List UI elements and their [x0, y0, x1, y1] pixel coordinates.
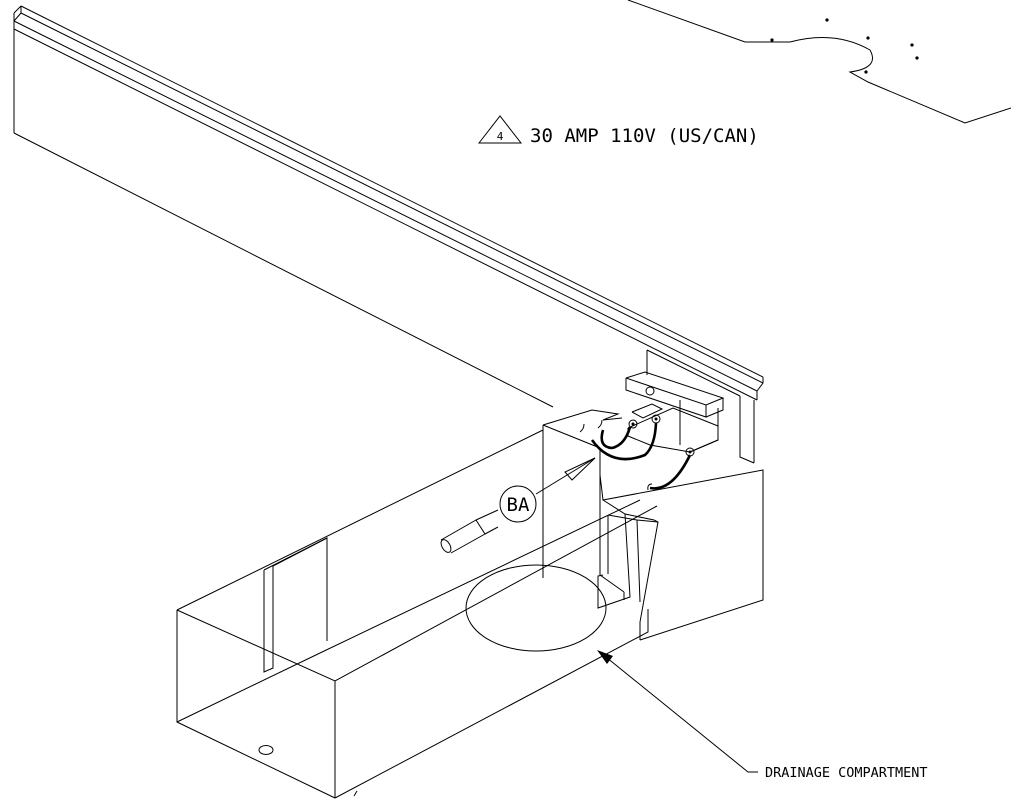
drainage-box: [176, 429, 658, 799]
rail-channel: [13, 5, 764, 464]
detail-callout: BA: [499, 457, 596, 523]
leader-arrowhead-icon: [564, 457, 596, 481]
revision-triangle-icon: [477, 115, 523, 144]
detail-ref-circle: [499, 485, 537, 523]
rating-note-number: 4: [497, 130, 504, 143]
rating-note: 4 30 AMP 110V (US/CAN): [477, 115, 759, 147]
drainage-arrowhead-icon: [597, 650, 613, 664]
top-plate: [627, 0, 1011, 124]
receptacle-bracket: [625, 349, 741, 457]
drain-opening: [465, 564, 607, 652]
drain-hole: [258, 745, 274, 755]
detail-ref-label: BA: [507, 494, 530, 516]
wiring: [579, 419, 692, 491]
drainage-callout: DRAINAGE COMPARTMENT: [353, 650, 928, 797]
upper-compartment: [542, 409, 764, 641]
fitting: [440, 509, 499, 554]
rating-note-text: 30 AMP 110V (US/CAN): [530, 125, 759, 147]
drainage-label: DRAINAGE COMPARTMENT: [765, 765, 928, 781]
